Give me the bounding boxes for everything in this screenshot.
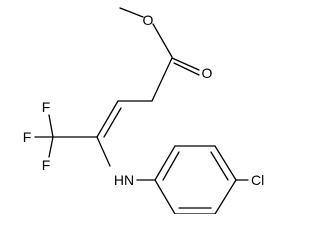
ring-double-bond-upper-left	[162, 151, 180, 181]
bond-vinyl-nh	[96, 136, 111, 167]
chlorophenyl-ring	[154, 145, 237, 214]
chemical-structure: O O F F F HN Cl	[23, 7, 264, 214]
bond-cf3-f-top	[48, 114, 54, 138]
bond-vinyl-double-inner	[103, 107, 122, 138]
amine-label: HN	[114, 172, 134, 188]
bond-ester-oxygen-carbonyl-carbon	[152, 23, 173, 58]
bond-methyl-ester-oxygen	[119, 7, 144, 18]
chlorine-label: Cl	[251, 172, 264, 188]
bond-cf3-f-bottom	[48, 136, 54, 158]
fluorine-top-label: F	[42, 99, 51, 115]
bond-carbonyl-double-outer	[171, 57, 200, 71]
bond-carbonyl-carbon-ch2	[151, 57, 173, 102]
fluorine-bottom-label: F	[42, 157, 51, 173]
fluorine-left-label: F	[23, 129, 32, 145]
bond-vinyl-double-outer	[96, 100, 119, 138]
ring-double-bond-upper-right	[210, 151, 229, 181]
carbonyl-oxygen-label: O	[202, 65, 213, 81]
ester-oxygen-label: O	[143, 12, 154, 28]
bond-carbonyl-double-inner	[173, 62, 200, 76]
